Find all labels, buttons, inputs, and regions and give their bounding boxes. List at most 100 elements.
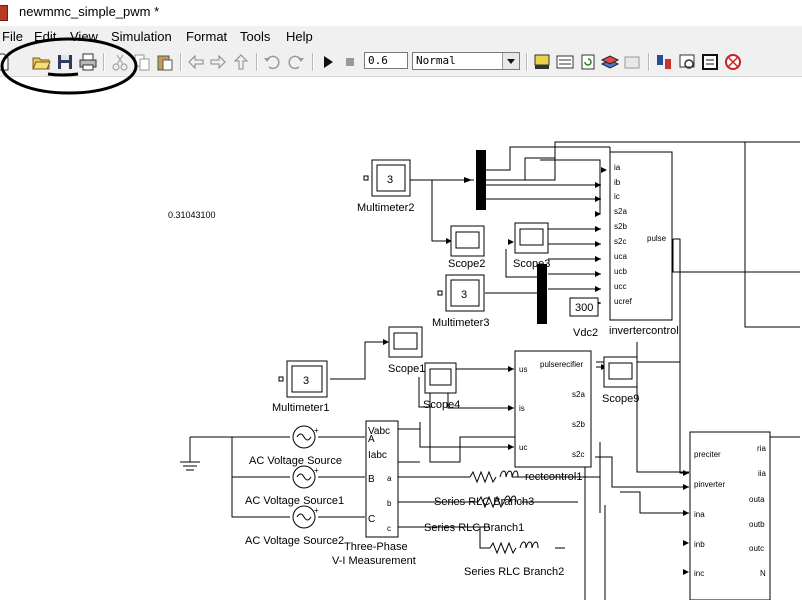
main-out-port: outc xyxy=(749,544,764,553)
rect-out-port: s2c xyxy=(572,450,584,459)
menu-format[interactable]: Format xyxy=(186,29,228,44)
menu-file[interactable]: File xyxy=(2,29,23,44)
multimeter3-label: Multimeter3 xyxy=(432,317,489,329)
menu-help[interactable]: Help xyxy=(286,29,313,44)
scope9-block[interactable]: Scope9 xyxy=(602,356,639,405)
rectcontrol-block[interactable]: us is uc pulserecifier s2a s2b s2c rectc… xyxy=(514,350,592,483)
vdc2-label: Vdc2 xyxy=(573,327,598,339)
rlc2-label: Series RLC Branch2 xyxy=(464,566,564,578)
open-icon[interactable] xyxy=(31,52,51,72)
main-out-port: N xyxy=(760,569,766,578)
menu-edit[interactable]: Edit xyxy=(34,29,57,44)
print-icon[interactable] xyxy=(78,52,98,72)
multimeter2-block[interactable]: 3 Multimeter2 xyxy=(357,159,414,214)
cut-icon[interactable] xyxy=(110,52,130,72)
ac-voltage-source-block[interactable]: + AC Voltage Source2 xyxy=(245,505,344,547)
vi-port: Iabc xyxy=(368,450,387,461)
inv-out-port: pulse xyxy=(647,234,667,243)
ac-voltage-source-block[interactable]: + AC Voltage Source1 xyxy=(245,465,344,507)
help-icon[interactable] xyxy=(723,52,743,72)
browser-icon[interactable] xyxy=(677,52,697,72)
stop-icon[interactable] xyxy=(340,52,360,72)
ac2-label: AC Voltage Source1 xyxy=(245,495,344,507)
main-out-port: outb xyxy=(749,520,765,529)
undo-icon[interactable] xyxy=(262,52,282,72)
main-out-port: outa xyxy=(749,495,765,504)
stop-time-input[interactable]: 0.6 xyxy=(364,52,408,69)
menu-bar: File Edit View Simulation Format Tools H… xyxy=(0,26,802,48)
vi-label-2: V-I Measurement xyxy=(332,555,416,567)
save-icon[interactable] xyxy=(55,52,75,72)
main-in-port: pinverter xyxy=(694,480,725,489)
svg-text:+: + xyxy=(314,426,319,435)
maincircuit-block[interactable]: preciter pinverter ina inb inc ria iia o… xyxy=(689,431,771,600)
rlc-branch1-block[interactable]: Series RLC Branch1 xyxy=(424,495,524,534)
inv-port: s2c xyxy=(614,237,626,246)
invertercontrol-block[interactable]: ia ib ic s2a s2b s2c uca ucb ucc ucref p… xyxy=(609,151,679,337)
multimeter3-block[interactable]: 3 Multimeter3 xyxy=(432,274,489,329)
multimeter2-label: Multimeter2 xyxy=(357,202,414,214)
window-title: newmmc_simple_pwm * xyxy=(19,4,160,19)
copy-icon[interactable] xyxy=(132,52,152,72)
ac-voltage-source-block[interactable]: + AC Voltage Source xyxy=(249,425,342,467)
rlc-branch2-block[interactable]: Series RLC Branch2 xyxy=(464,527,564,578)
multimeter3-value: 3 xyxy=(461,289,467,301)
rlc-branch3-block[interactable]: Series RLC Branch3 xyxy=(434,470,534,508)
scope3-label: Scope3 xyxy=(513,258,550,270)
build-icon[interactable] xyxy=(532,52,552,72)
display-value: 0.31043100 xyxy=(168,210,216,220)
properties-icon[interactable] xyxy=(700,52,720,72)
multimeter2-value: 3 xyxy=(387,174,393,186)
scope3-block[interactable]: Scope3 xyxy=(513,222,550,270)
vi-port: Vabc xyxy=(368,426,390,437)
paste-icon[interactable] xyxy=(155,52,175,72)
rect-out-port: pulserecifier xyxy=(540,360,583,369)
mux-block[interactable] xyxy=(537,264,547,324)
vi-port: C xyxy=(368,514,375,525)
main-in-port: ina xyxy=(694,510,705,519)
library-icon[interactable] xyxy=(600,52,620,72)
scope4-block[interactable]: Scope4 xyxy=(423,362,460,411)
chevron-down-icon[interactable] xyxy=(502,53,519,69)
scope1-label: Scope1 xyxy=(388,363,425,375)
multimeter1-label: Multimeter1 xyxy=(272,402,329,414)
menu-view[interactable]: View xyxy=(70,29,98,44)
rectcontrol-label: rectcontrol1 xyxy=(525,471,582,483)
redo-icon[interactable] xyxy=(286,52,306,72)
vdc2-value: 300 xyxy=(575,302,593,314)
mux-block[interactable] xyxy=(476,150,486,210)
menu-simulation[interactable]: Simulation xyxy=(111,29,172,44)
ac1-label: AC Voltage Source xyxy=(249,455,342,467)
inv-port: uca xyxy=(614,252,627,261)
vi-port: B xyxy=(368,474,375,485)
inv-port: ib xyxy=(614,178,621,187)
new-model-icon[interactable] xyxy=(0,52,12,72)
simulation-mode-select[interactable]: Normal xyxy=(412,52,520,70)
start-icon[interactable] xyxy=(318,52,338,72)
rect-in-port: uc xyxy=(519,443,527,452)
refresh-icon[interactable] xyxy=(578,52,598,72)
main-in-port: inb xyxy=(694,540,705,549)
debugger-icon[interactable] xyxy=(654,52,674,72)
main-in-port: preciter xyxy=(694,450,721,459)
multimeter1-value: 3 xyxy=(303,375,309,387)
inv-port: s2a xyxy=(614,207,627,216)
vi-port: A xyxy=(368,434,375,445)
menu-tools[interactable]: Tools xyxy=(240,29,271,44)
vi-measurement-block[interactable]: Vabc Iabc A B C a b c Three-Phase V-I Me… xyxy=(332,420,416,567)
rlc3-label: Series RLC Branch3 xyxy=(434,496,534,508)
model-explorer-icon[interactable] xyxy=(622,52,642,72)
rect-out-port: s2b xyxy=(572,420,585,429)
vdc2-block[interactable]: 300 Vdc2 xyxy=(569,297,599,339)
multimeter1-block[interactable]: 3 Multimeter1 xyxy=(272,360,329,414)
forward-icon[interactable] xyxy=(208,52,228,72)
main-in-port: inc xyxy=(694,569,704,578)
scope9-label: Scope9 xyxy=(602,393,639,405)
update-icon[interactable] xyxy=(555,52,575,72)
back-icon[interactable] xyxy=(186,52,206,72)
scope1-block[interactable]: Scope1 xyxy=(388,326,425,375)
scope2-block[interactable]: Scope2 xyxy=(448,225,485,270)
invertercontrol-label: invertercontrol xyxy=(609,325,679,337)
rect-in-port: is xyxy=(519,404,525,413)
up-icon[interactable] xyxy=(231,52,251,72)
